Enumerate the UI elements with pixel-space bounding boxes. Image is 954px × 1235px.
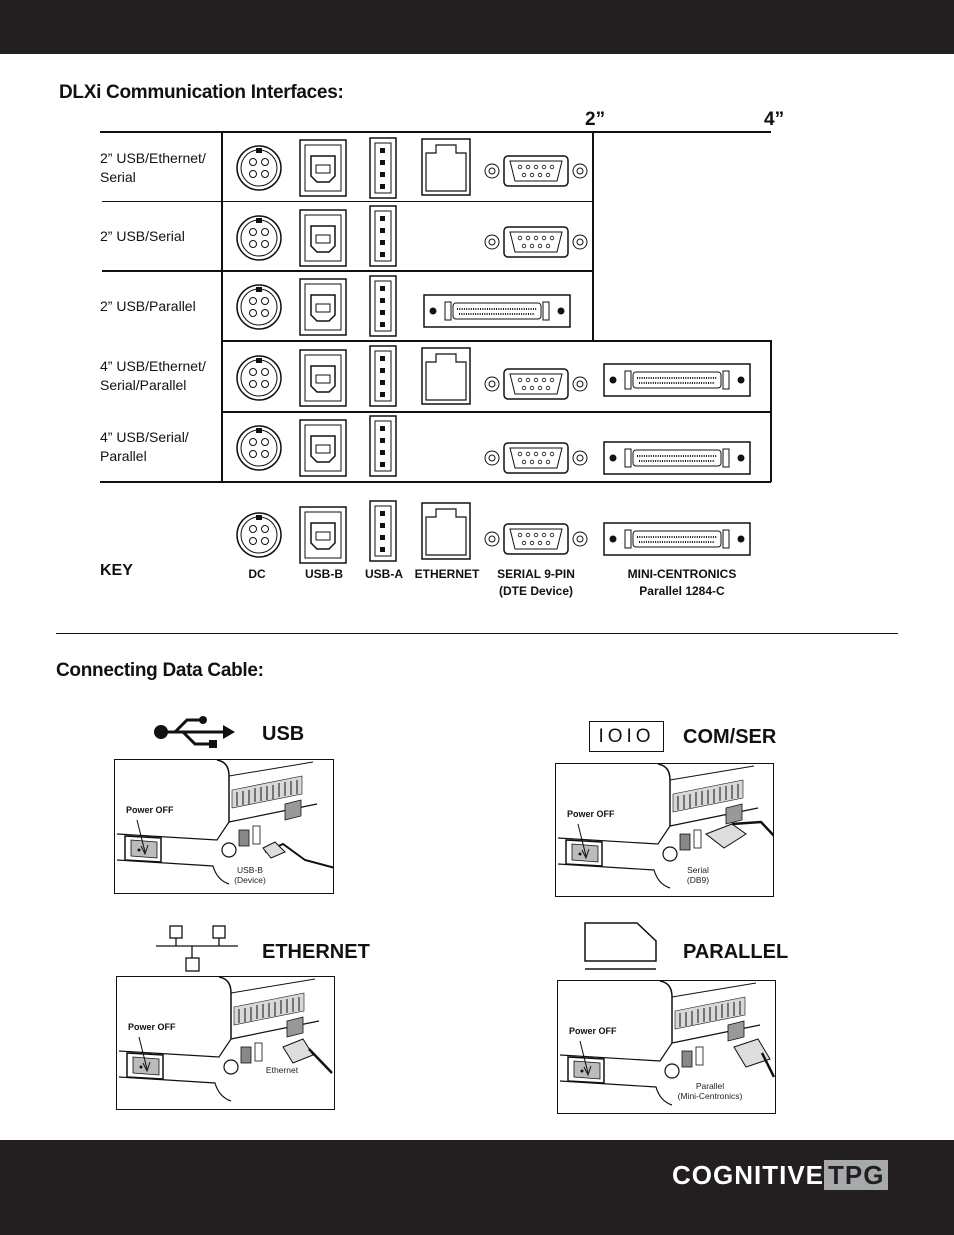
parallel-port-icon bbox=[423, 294, 571, 328]
printer-icon bbox=[116, 760, 333, 889]
section-divider bbox=[56, 633, 898, 634]
printer-icon bbox=[557, 764, 773, 893]
key-serial-label: SERIAL 9-PIN(DTE Device) bbox=[497, 567, 575, 598]
parallel-port-icon bbox=[603, 522, 751, 556]
usb-b-port-icon bbox=[299, 278, 347, 336]
key-dc-label: DC bbox=[248, 567, 266, 581]
usb-b-port-icon bbox=[299, 209, 347, 267]
table-2in-edge bbox=[592, 131, 594, 340]
power-off-label: Power OFF bbox=[126, 805, 174, 815]
com-ser-label: COM/SER bbox=[683, 726, 777, 748]
size-4in-label: 4” bbox=[764, 109, 785, 130]
table-column-divider bbox=[221, 131, 223, 482]
ethernet-connection-photo: Power OFF Ethernet bbox=[116, 976, 335, 1110]
power-off-label: Power OFF bbox=[567, 809, 615, 819]
usb-b-port-icon bbox=[299, 419, 347, 477]
row-label-4: 4” USB/Ethernet/Serial/Parallel bbox=[100, 358, 206, 393]
network-icon bbox=[156, 925, 238, 972]
usb-label: USB bbox=[262, 723, 305, 745]
key-usba-label: USB-A bbox=[365, 567, 403, 581]
dc-port-icon bbox=[236, 512, 282, 558]
port-diagram bbox=[236, 137, 751, 564]
usb-b-device-label: USB-B(Device) bbox=[234, 865, 266, 885]
parallel-card-icon bbox=[584, 922, 657, 970]
ioio-icon: IOIO bbox=[589, 721, 664, 752]
row-divider bbox=[102, 201, 592, 202]
row-label-1: 2” USB/Ethernet/Serial bbox=[100, 150, 206, 185]
table-top-line bbox=[100, 131, 771, 133]
row-divider bbox=[222, 340, 771, 342]
usb-connection-photo: Power OFF USB-B(Device) bbox=[114, 759, 334, 894]
section-title-cable: Connecting Data Cable: bbox=[56, 660, 264, 681]
ethernet-port-icon bbox=[421, 502, 471, 560]
printer-icon bbox=[118, 977, 333, 1106]
serial-port-icon bbox=[484, 226, 588, 258]
row-label-3: 2” USB/Parallel bbox=[100, 298, 196, 314]
ethernet-label: ETHERNET bbox=[262, 941, 370, 963]
key-ethernet-label: ETHERNET bbox=[414, 567, 480, 581]
serial-db9-label: Serial(DB9) bbox=[686, 865, 710, 885]
printer-icon bbox=[559, 981, 775, 1110]
parallel-port-icon bbox=[603, 441, 751, 475]
usb-b-port-icon bbox=[299, 139, 347, 197]
parallel-connection-photo: Power OFF Parallel(Mini-Centronics) bbox=[557, 980, 776, 1114]
power-off-label: Power OFF bbox=[569, 1026, 617, 1036]
dc-port-icon bbox=[236, 355, 282, 401]
usb-symbol-icon bbox=[154, 716, 235, 748]
header-bar bbox=[0, 0, 954, 54]
power-off-label: Power OFF bbox=[128, 1022, 176, 1032]
usb-a-port-icon bbox=[369, 205, 397, 267]
dc-port-icon bbox=[236, 145, 282, 191]
serial-port-icon bbox=[484, 442, 588, 474]
row-label-2: 2” USB/Serial bbox=[100, 228, 185, 244]
ethernet-port-icon bbox=[421, 138, 471, 196]
usb-a-port-icon bbox=[369, 415, 397, 477]
usb-b-port-icon bbox=[299, 349, 347, 407]
table-bottom-line bbox=[100, 481, 771, 483]
parallel-label: PARALLEL bbox=[683, 941, 789, 963]
section-title-interfaces: DLXi Communication Interfaces: bbox=[59, 82, 344, 103]
ethernet-photo-label: Ethernet bbox=[265, 1065, 299, 1075]
key-usbb-label: USB-B bbox=[305, 567, 343, 581]
row-divider bbox=[222, 411, 771, 413]
table-4in-edge bbox=[770, 340, 772, 482]
serial-connection-photo: Power OFF Serial(DB9) bbox=[555, 763, 774, 897]
serial-port-icon bbox=[484, 155, 588, 187]
dc-port-icon bbox=[236, 215, 282, 261]
dc-port-icon bbox=[236, 425, 282, 471]
footer-bar bbox=[0, 1140, 954, 1235]
usb-a-port-icon bbox=[369, 345, 397, 407]
usb-b-port-icon bbox=[299, 506, 347, 564]
usb-a-port-icon bbox=[369, 137, 397, 199]
dc-port-icon bbox=[236, 284, 282, 330]
usb-a-port-icon bbox=[369, 275, 397, 337]
row-label-5: 4” USB/Serial/Parallel bbox=[100, 429, 189, 464]
usb-a-port-icon bbox=[369, 500, 397, 562]
key-title: KEY bbox=[100, 562, 133, 579]
row-divider bbox=[102, 270, 592, 272]
parallel-photo-label: Parallel(Mini-Centronics) bbox=[677, 1081, 743, 1101]
ethernet-port-icon bbox=[421, 347, 471, 405]
size-2in-label: 2” bbox=[585, 109, 606, 130]
serial-port-icon bbox=[484, 523, 588, 555]
serial-port-icon bbox=[484, 368, 588, 400]
parallel-port-icon bbox=[603, 363, 751, 397]
